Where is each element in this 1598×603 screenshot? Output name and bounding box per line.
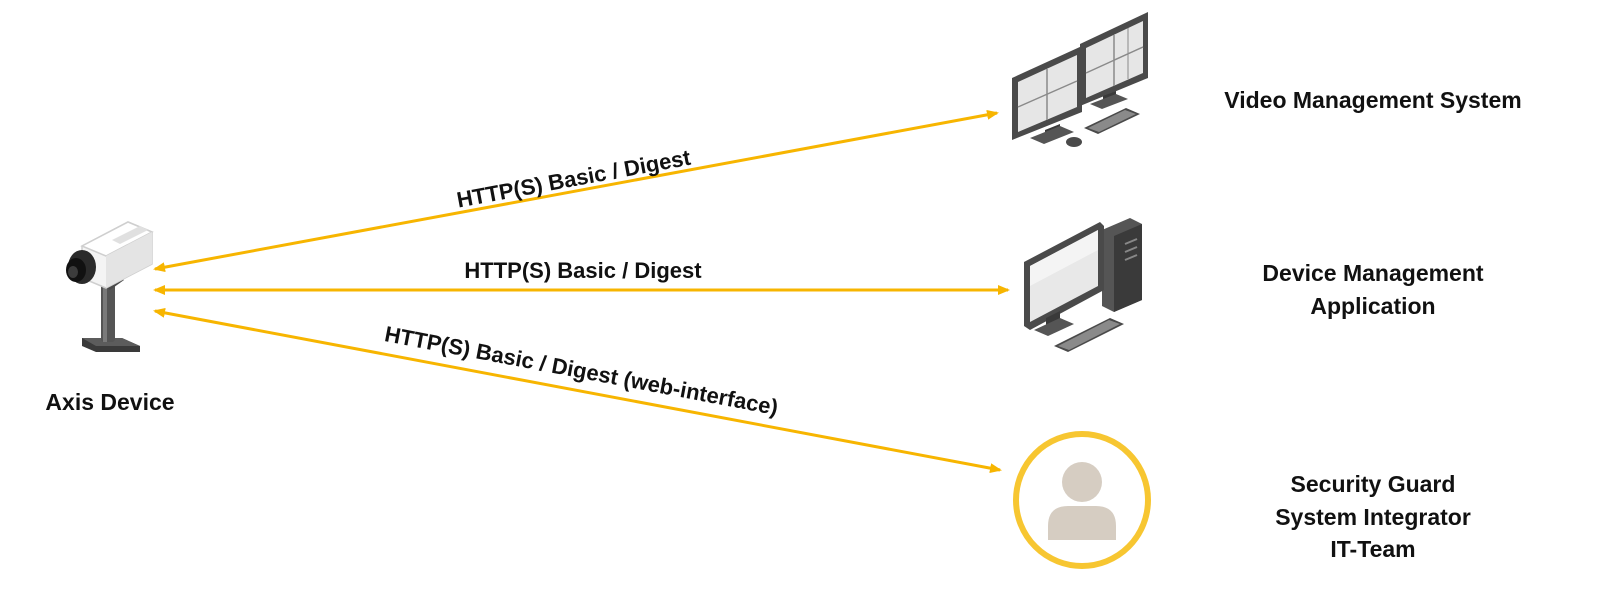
edge-arrow-to-vms bbox=[153, 109, 999, 273]
node-label-users-line-3: IT-Team bbox=[1330, 536, 1415, 562]
node-label-dma-line-2: Application bbox=[1310, 293, 1435, 319]
node-label-vms: Video Management System bbox=[1224, 87, 1521, 113]
node-label-axis-device: Axis Device bbox=[45, 389, 174, 415]
node-label-dma-line-1: Device Management bbox=[1262, 260, 1483, 286]
node-label-users-line-2: System Integrator bbox=[1275, 504, 1471, 530]
edge-arrow-to-users bbox=[153, 307, 1002, 474]
person-avatar-icon bbox=[1013, 431, 1151, 569]
security-camera-icon bbox=[66, 221, 154, 352]
node-label-users-line-1: Security Guard bbox=[1291, 471, 1456, 497]
desktop-computer-icon bbox=[1024, 218, 1142, 352]
edge-label-to-users: HTTP(S) Basic / Digest (web-interface) bbox=[383, 321, 780, 420]
dual-monitor-workstation-icon bbox=[1012, 12, 1148, 147]
edge-label-to-vms: HTTP(S) Basic / Digest bbox=[455, 145, 693, 213]
edge-label-to-dma: HTTP(S) Basic / Digest bbox=[464, 258, 702, 283]
